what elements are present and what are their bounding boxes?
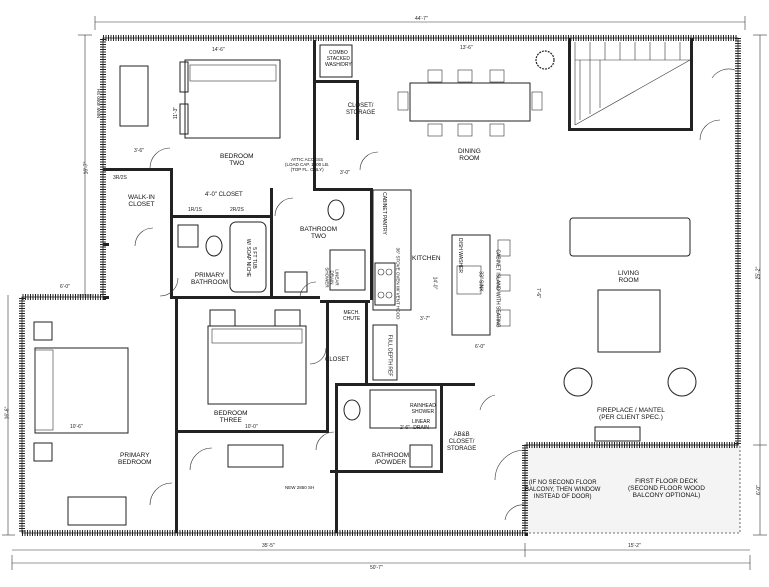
washer	[319, 44, 353, 78]
dim-c7: 6'-0"	[60, 284, 70, 290]
fridge	[372, 324, 398, 381]
label-dishwasher: DISH WASHER	[457, 237, 464, 274]
label-sink: 33" SINK	[477, 271, 484, 292]
desk-bedroom-two	[119, 65, 149, 127]
interior-walls	[103, 38, 693, 533]
label-closet-top: 4'-0" CLOSET	[205, 192, 243, 198]
armchair-right	[667, 367, 697, 397]
dim-top: 44'-7"	[415, 16, 428, 22]
label-attic: ATTIC ACCESS(LOAD CAP. 1000 LB.(TOP FL. …	[285, 157, 330, 172]
dim-island: 7'-6"	[534, 288, 541, 298]
desk-bedroom-three	[227, 444, 284, 468]
stairs	[574, 42, 691, 126]
desk-primary	[67, 496, 127, 526]
exterior-walls	[19, 35, 741, 536]
dim-bed2-h: 11'-3"	[173, 106, 180, 120]
label-window-right: NEW 4050 SH	[96, 88, 102, 119]
deck-area	[524, 444, 741, 534]
label-stove: 36" STOVE OVEN W/ VENT HOOD	[395, 247, 401, 320]
primary-bed	[33, 321, 129, 462]
label-kitchen: KITCHEN	[412, 255, 441, 262]
label-bathroom-powder: BATHROOM/POWDER	[372, 452, 410, 466]
dim-c1: 3'-6"	[134, 148, 144, 154]
kitchen-counter	[372, 189, 412, 311]
bed-three	[207, 309, 307, 405]
dim-c6: 3'-0"	[340, 170, 350, 176]
label-island: CABINET ISLAND WITH SEATING	[494, 249, 501, 328]
doors	[134, 68, 736, 521]
dim-bottom-right: 15'-2"	[628, 543, 641, 549]
dim-c8: 2'-6"	[400, 425, 410, 431]
dim-pbed-w: 10'-6"	[70, 424, 83, 430]
label-mech-chute: MECH.CHUTE	[343, 310, 361, 322]
label-cabinet-pantry: CABINET PANTRY	[380, 192, 387, 235]
fireplace	[594, 426, 641, 442]
kitchen-island	[451, 234, 491, 336]
dim-bed3-w: 10'-0"	[245, 424, 258, 430]
dim-left-lower: 16'-6"	[4, 406, 11, 420]
bed-two	[179, 59, 281, 139]
dim-bottom: 50'-7"	[370, 565, 383, 571]
toilet-bath-two	[327, 199, 345, 221]
label-fireplace: FIREPLACE / MANTEL(PER CLIENT SPEC.)	[597, 407, 665, 421]
tub	[229, 221, 267, 293]
dim-c4: 2R/2S	[230, 207, 244, 213]
dim-bed2-w: 14'-6"	[212, 47, 225, 53]
dim-dining-w: 13'-6"	[460, 45, 473, 51]
dim-c3: 1R/1S	[188, 207, 202, 213]
dim-right-lower: 6'-0"	[755, 485, 762, 495]
label-closet-storage: CLOSET/STORAGE	[346, 103, 376, 116]
armchair-left	[563, 367, 593, 397]
shower-powder	[369, 389, 437, 429]
dim-island-w: 6'-0"	[475, 344, 485, 350]
dim-left-upper: 16'-7"	[83, 161, 90, 175]
dim-right-upper: 25'-2"	[755, 266, 762, 280]
rug-table	[597, 289, 661, 353]
dim-c5: 3'-7"	[420, 316, 430, 322]
label-window-bottom: NEW 2850 SH	[285, 485, 315, 490]
dim-kitchen: 14'-0"	[431, 276, 438, 290]
sofa	[569, 217, 691, 257]
stove	[374, 262, 396, 306]
dining-table	[397, 69, 543, 137]
label-closet-mid: CLOSET	[325, 357, 350, 363]
plant-icon	[535, 50, 555, 70]
dim-c2: 3R/2S	[113, 175, 127, 181]
dim-bottom-left: 35'-5"	[262, 543, 275, 549]
toilet-primary	[205, 235, 223, 257]
toilet-powder	[343, 399, 361, 421]
label-full-depth-ref: FULL DEPTH REF	[386, 334, 393, 377]
